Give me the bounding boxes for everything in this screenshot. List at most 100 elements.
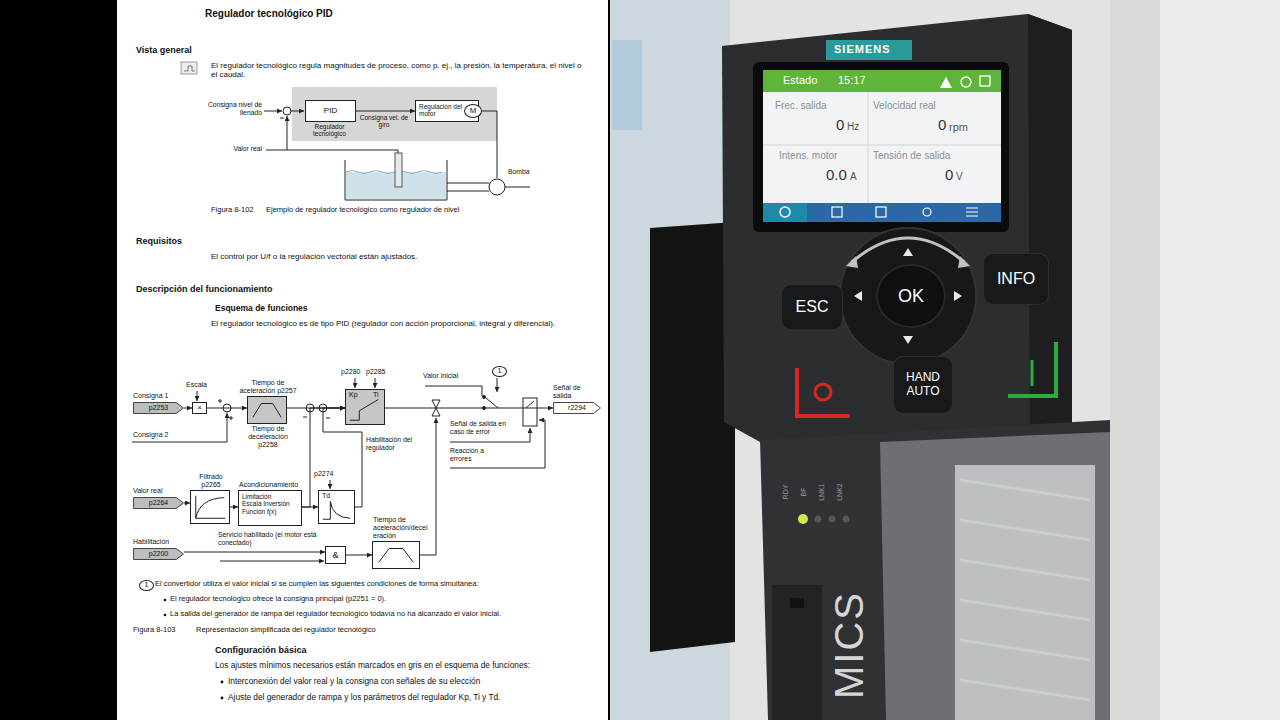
section-heading: Descripción del funcionamiento xyxy=(136,284,273,294)
node-text: p2200 xyxy=(133,548,184,560)
bullet-dot xyxy=(164,614,167,617)
function-diagram-wiring xyxy=(303,417,307,418)
operator-panel-photo xyxy=(843,516,850,523)
level-loop-figure xyxy=(264,111,282,112)
screen-title: Estado xyxy=(783,74,817,87)
block-symbol xyxy=(373,542,419,568)
operator-panel-photo xyxy=(832,207,842,217)
screen-clock: 15:17 xyxy=(838,74,866,87)
controller-box: PIDRegulador tecnológico xyxy=(305,100,356,122)
operator-panel-photo xyxy=(815,516,822,523)
overview-icon xyxy=(184,66,195,71)
section-heading: Vista general xyxy=(136,45,192,55)
node-text: 1 xyxy=(493,367,506,376)
node-text: & xyxy=(326,547,345,563)
operator-panel-photo xyxy=(980,76,990,86)
signal-line xyxy=(230,507,238,508)
operator-panel-photo xyxy=(763,70,1001,222)
operator-panel-photo xyxy=(880,432,1110,720)
signal-line xyxy=(184,408,192,409)
operator-panel-photo xyxy=(798,514,808,524)
part-name: Bomba xyxy=(508,168,530,176)
signal-name: Consigna 2 xyxy=(133,431,168,439)
level-loop-figure xyxy=(264,87,530,200)
body-text: El regulador tecnológico es de tipo PID … xyxy=(211,319,556,328)
function-diagram-wiring xyxy=(420,418,436,555)
signal-name: Servicio habilitado (el motor está conec… xyxy=(218,531,330,547)
node-text: M xyxy=(465,105,481,117)
readout-value: 0 xyxy=(945,166,953,183)
readout-value: 0.0 xyxy=(826,166,847,183)
connector-outline xyxy=(134,549,184,560)
operator-panel-photo xyxy=(610,0,1280,720)
operator-panel-photo xyxy=(846,256,858,268)
signal-name: Consigna nivel de llenado xyxy=(200,101,262,117)
section-heading: Requisitos xyxy=(136,236,182,246)
bullet-dot xyxy=(221,697,224,700)
led-name: RDY xyxy=(782,485,790,500)
node-text: Filtrado p2265 xyxy=(189,473,233,489)
led-name: LNK2 xyxy=(836,483,844,501)
level-loop-figure xyxy=(479,111,497,178)
parameter-name: p2274 xyxy=(314,470,333,478)
conditioning-box: AcondicionamientoLimitación Escala Inver… xyxy=(238,490,302,526)
operator-panel-photo xyxy=(955,465,1095,720)
signal-line xyxy=(346,555,372,556)
operator-panel-photo xyxy=(868,92,869,203)
level-loop-figure xyxy=(489,179,505,195)
block-symbol xyxy=(253,404,282,418)
operator-panel-photo xyxy=(763,203,1001,222)
readout-unit: V xyxy=(956,171,963,183)
operator-panel-photo xyxy=(954,291,962,301)
connector-outline xyxy=(554,403,601,414)
node-text: Tiempo de aceleración p2257 xyxy=(237,379,299,395)
node-text: Td xyxy=(322,492,330,500)
level-loop-figure xyxy=(505,187,530,188)
node-text: OK xyxy=(878,266,944,326)
subheading: Esquema de funciones xyxy=(215,304,308,314)
operator-panel-photo xyxy=(815,384,831,400)
body-text: Los ajustes mínimos necesarios están mar… xyxy=(215,661,605,671)
page-sheet xyxy=(117,0,608,720)
level-loop-figure xyxy=(287,116,288,150)
readout-unit: Hz xyxy=(847,121,859,133)
function-diagram-wiring xyxy=(425,386,482,396)
operator-panel-photo xyxy=(772,585,822,720)
ramp-generator: Tiempo de aceleración/deceleración xyxy=(372,541,420,569)
block-symbol xyxy=(379,549,414,563)
overview-icon xyxy=(181,62,197,74)
operator-panel-photo xyxy=(722,14,1072,442)
operator-panel-photo xyxy=(829,516,836,523)
operator-panel-photo xyxy=(876,207,886,217)
page-sheet xyxy=(117,0,608,720)
block-symbol xyxy=(323,501,350,519)
footnote-text: El regulador tecnológico ofrece la consi… xyxy=(170,595,600,604)
operator-panel-photo xyxy=(966,208,978,216)
level-loop-figure xyxy=(395,153,402,187)
level-loop-figure xyxy=(291,111,304,112)
page-title: Regulador tecnológico PID xyxy=(205,8,333,20)
figure-number: Figura 8-103 xyxy=(133,626,176,635)
node-text: Acondicionamiento xyxy=(239,481,309,489)
node-text: Regulador tecnológico xyxy=(299,123,361,138)
level-loop-figure xyxy=(283,107,291,115)
function-diagram-wiring xyxy=(330,480,331,489)
operator-panel-photo xyxy=(826,40,912,60)
node-text: Kp xyxy=(349,391,358,399)
signal-name: Valor inicial xyxy=(423,372,458,380)
operator-panel-photo xyxy=(650,222,735,652)
node-text: Ti xyxy=(373,391,379,399)
readout-name: Frec. salida xyxy=(775,100,827,112)
signal-name: Señal de salida en caso de error xyxy=(450,420,518,436)
operator-panel-photo xyxy=(763,70,1001,92)
level-loop-figure xyxy=(280,118,284,119)
block-symbol xyxy=(191,491,229,523)
function-diagram-wiring xyxy=(486,398,498,408)
signal-connector: Consigna 1p2253 xyxy=(133,402,184,414)
node-text: Consigna 1 xyxy=(133,392,193,400)
node-text: 1 xyxy=(140,581,153,590)
motor-symbol: M xyxy=(464,104,482,118)
operator-panel-photo xyxy=(923,208,931,216)
node-text: Limitación Escala Inversión Función f(x) xyxy=(242,493,290,515)
operator-panel-photo xyxy=(940,77,952,88)
